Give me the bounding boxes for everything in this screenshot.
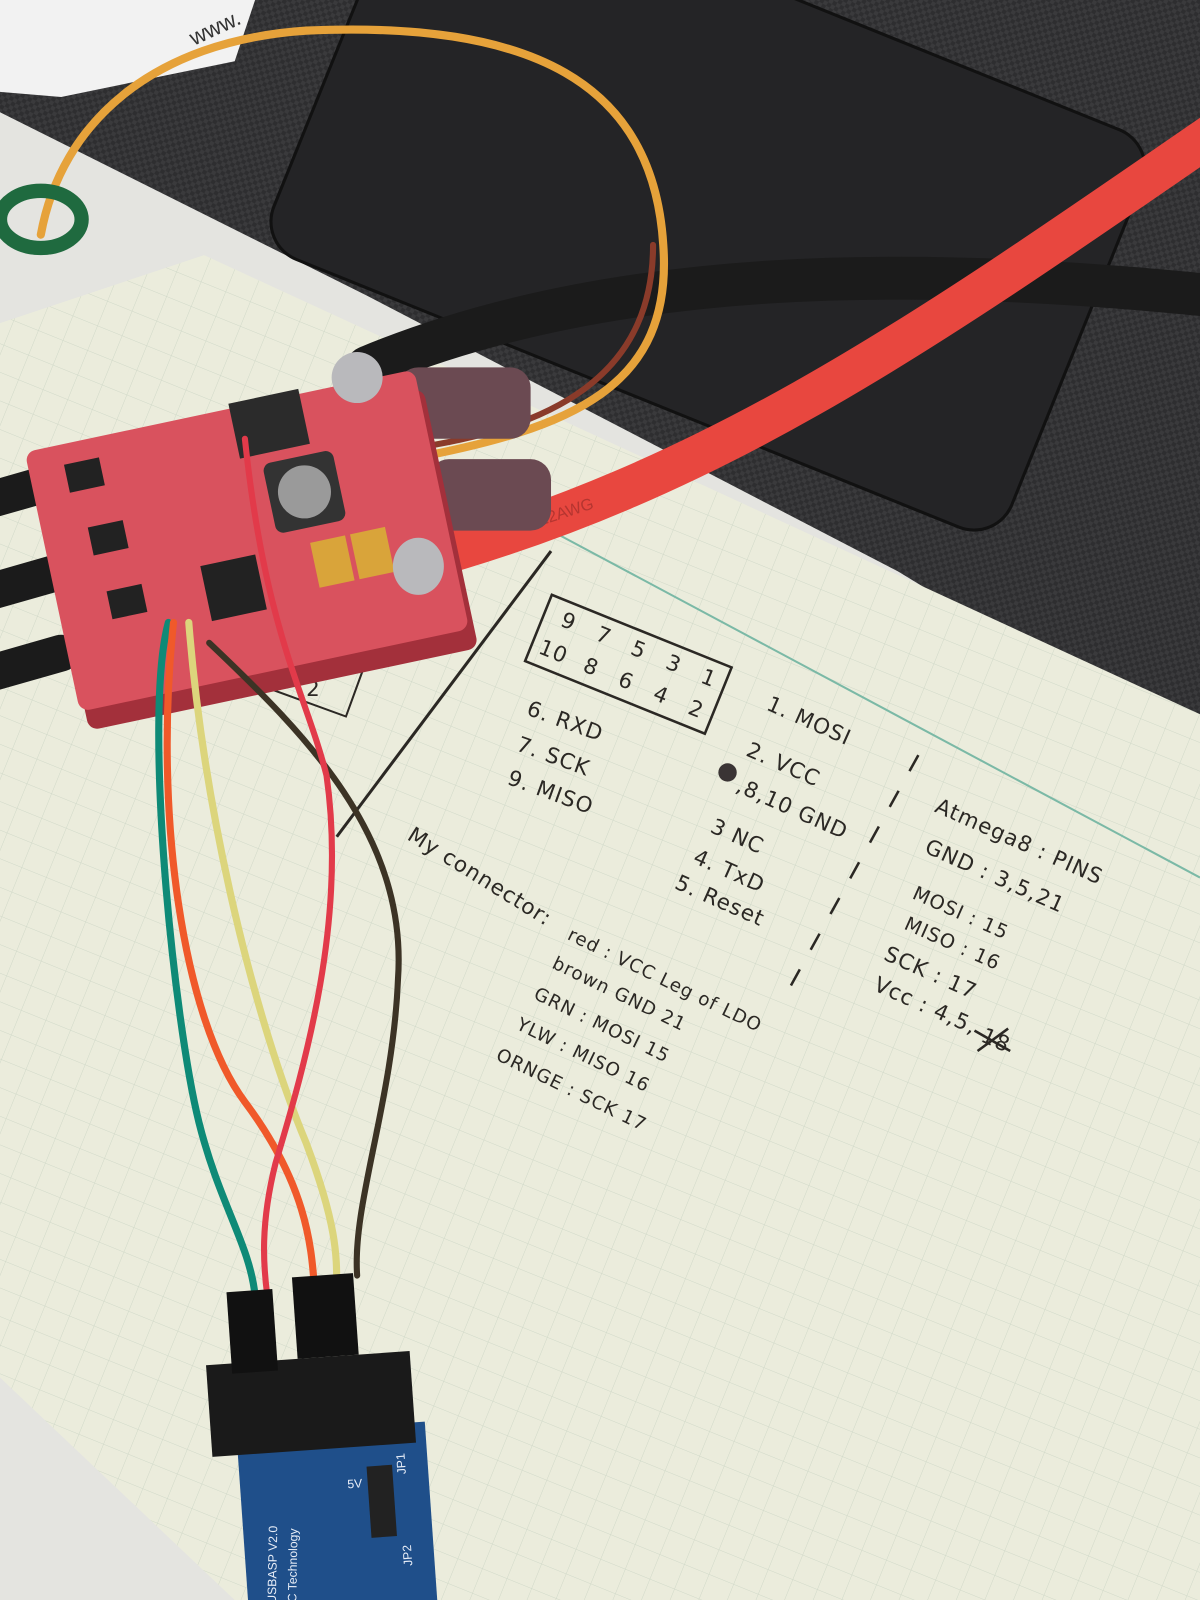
servo-wire-orange — [36, 25, 669, 464]
programmer-jp1: JP1 — [393, 1453, 408, 1475]
programmer-jp2: JP2 — [400, 1544, 415, 1566]
esc-board — [26, 371, 477, 729]
idc-plug — [291, 1273, 359, 1359]
motor-cable-black-2 — [0, 553, 80, 609]
dashed-divider — [784, 754, 920, 996]
capacitor — [397, 367, 531, 439]
isp-wire-orange — [163, 618, 318, 1290]
page-margin-line — [550, 529, 1200, 879]
solder-joint — [331, 352, 383, 404]
ink-scribble — [718, 763, 737, 782]
trackpad — [269, 0, 1147, 532]
programmer-maker: C Technology — [285, 1527, 300, 1600]
tantalum-cap — [350, 526, 395, 580]
programmer-jumper-5v: 5V — [347, 1476, 364, 1491]
tantalum-cap — [310, 535, 355, 588]
regulator — [228, 388, 310, 459]
idc-connector — [206, 1351, 417, 1457]
jumper — [366, 1464, 397, 1538]
capacitor — [428, 459, 552, 531]
paper-box-corner — [0, 0, 256, 97]
cable-tie-green — [0, 183, 89, 256]
programmer-model: USBASP V2.0 — [265, 1525, 280, 1600]
strike-through — [973, 1027, 1011, 1053]
servo-wire-brown — [405, 241, 657, 453]
motor-cable-black-3 — [0, 634, 80, 690]
page-border-line — [335, 550, 553, 838]
idc-plug — [226, 1289, 278, 1374]
motor-cable-black-top — [345, 256, 1200, 389]
solder-joint — [392, 537, 444, 595]
isp-wire-brown — [206, 639, 402, 1279]
usbasp-programmer: 5V JP1 JP2 USBASP V2.0 C Technology — [206, 1273, 439, 1600]
mcu-chip — [200, 554, 267, 622]
driver-chip — [106, 583, 148, 620]
driver-chip — [63, 457, 105, 493]
driver-chip — [87, 520, 129, 556]
isp-wire-red — [241, 435, 336, 1299]
isp-wire-yellow — [185, 618, 341, 1290]
isp-wire-green — [155, 618, 259, 1300]
